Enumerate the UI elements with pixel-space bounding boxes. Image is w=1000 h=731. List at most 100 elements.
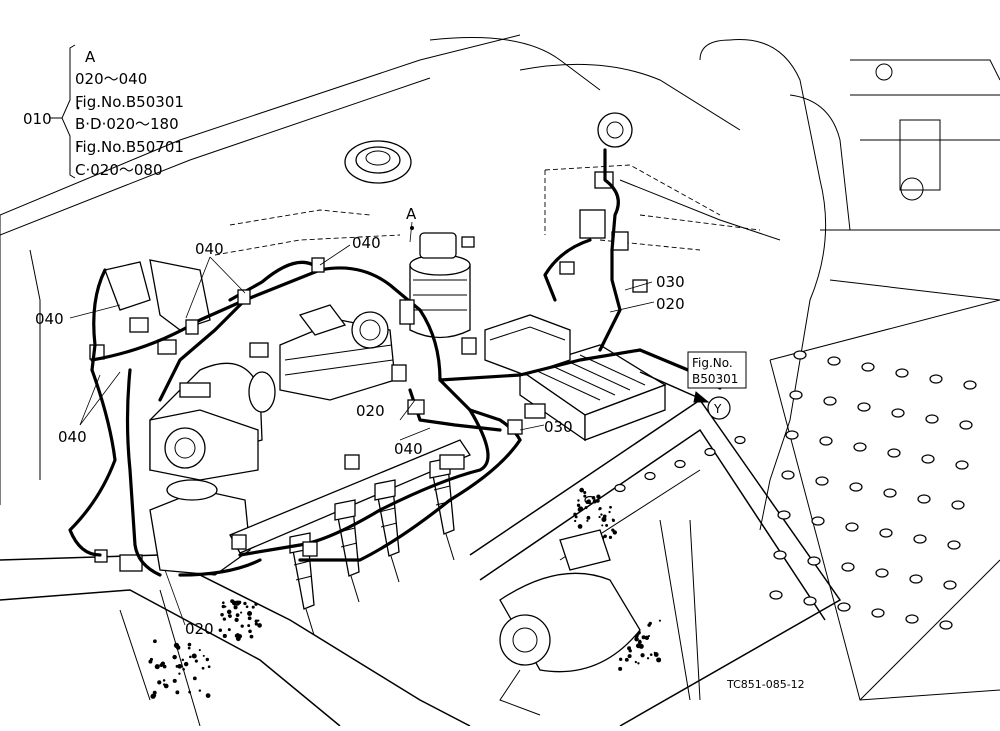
floor-hole	[917, 494, 931, 504]
speckle	[612, 530, 617, 535]
speckle	[635, 643, 641, 649]
speckle	[226, 609, 232, 615]
speckle	[191, 653, 197, 659]
harness-connectors	[185, 257, 523, 557]
speckle	[586, 515, 591, 520]
starter-motor	[499, 529, 641, 716]
speckle	[641, 635, 646, 640]
speckle	[245, 605, 249, 609]
ref-fig-label: Fig.No.	[692, 356, 733, 370]
drawing-number: TC851-085-12	[726, 678, 805, 691]
floor-hole	[929, 374, 943, 384]
legend-brace	[50, 44, 80, 179]
speckle	[221, 604, 226, 609]
floor-hole	[781, 470, 795, 480]
speckle	[627, 654, 632, 659]
floor-hole	[921, 454, 935, 464]
callout-020-bottom: 020	[185, 620, 214, 638]
speckle	[658, 619, 661, 622]
callout-040-left: 040	[35, 310, 64, 328]
speckle	[162, 679, 166, 682]
speckle	[598, 507, 602, 511]
floor-hole	[769, 590, 783, 600]
injector	[334, 499, 360, 603]
floor-hole	[913, 534, 927, 544]
speckle	[192, 676, 197, 681]
speckle	[198, 649, 201, 652]
speckle	[182, 667, 185, 671]
floor-hole	[883, 488, 897, 498]
speckle	[573, 512, 577, 517]
callout-030-center: 030	[544, 418, 573, 436]
floor-hole	[773, 550, 787, 560]
floor-hole	[925, 414, 939, 424]
speckle	[222, 617, 227, 621]
rail-hole	[674, 459, 686, 469]
speckle	[183, 661, 189, 667]
floor-hole	[895, 368, 909, 378]
legend-line-fig-1: Fig.No.B50301	[75, 93, 184, 111]
speckle	[595, 498, 600, 503]
speckle	[584, 506, 588, 510]
speckle	[240, 624, 244, 628]
callout-040-top-center: 040	[352, 234, 381, 252]
speckle	[247, 611, 253, 616]
speckle	[656, 657, 662, 663]
speckle	[646, 657, 650, 660]
speckle	[608, 510, 611, 514]
speckle	[243, 601, 247, 606]
floor-hole	[793, 350, 807, 360]
upper-sensors	[559, 112, 648, 293]
speckle	[249, 634, 254, 639]
speckle	[577, 524, 583, 529]
speckle	[602, 514, 607, 519]
speckle	[235, 600, 241, 606]
speckle	[172, 678, 177, 683]
speckle	[247, 616, 252, 621]
speckle	[172, 654, 177, 660]
fuel-filter	[409, 232, 475, 339]
speckle	[187, 642, 192, 647]
speckle	[627, 646, 632, 651]
floor-hole	[845, 522, 859, 532]
speckle	[189, 655, 192, 659]
floor-hole	[887, 448, 901, 458]
floor-hole	[879, 528, 893, 538]
speckle	[608, 535, 613, 540]
speckle	[637, 662, 640, 665]
speckle	[240, 611, 243, 614]
speckle	[611, 518, 615, 522]
callout-a: A	[406, 205, 417, 223]
speckle	[207, 665, 211, 669]
speckle	[233, 605, 238, 610]
speckle	[205, 693, 211, 698]
speckle	[600, 513, 603, 516]
speckle	[254, 619, 258, 623]
floor-hole	[939, 620, 953, 630]
speckle	[573, 519, 577, 523]
ref-fig-number: B50301	[692, 372, 738, 386]
speckle	[598, 515, 601, 519]
speckle	[601, 524, 604, 527]
speckle	[198, 689, 202, 692]
speckle	[637, 640, 642, 645]
injector	[374, 479, 400, 583]
callout-040-bottom-left: 040	[58, 428, 87, 446]
floor-hole	[807, 556, 821, 566]
callout-040-center: 040	[394, 440, 423, 458]
speckle	[640, 653, 645, 658]
speckle	[596, 494, 601, 499]
engine-frame-outline	[0, 34, 1000, 727]
speckle	[188, 690, 191, 694]
speckle	[235, 613, 240, 617]
speckle	[175, 645, 181, 650]
floor-hole	[861, 362, 875, 372]
speckle	[577, 499, 580, 502]
speckle	[257, 619, 260, 622]
floor-hole	[947, 540, 961, 550]
speckle	[177, 663, 183, 669]
filler-cap	[344, 140, 412, 184]
speckle	[574, 515, 578, 519]
egr-valve	[249, 304, 396, 401]
